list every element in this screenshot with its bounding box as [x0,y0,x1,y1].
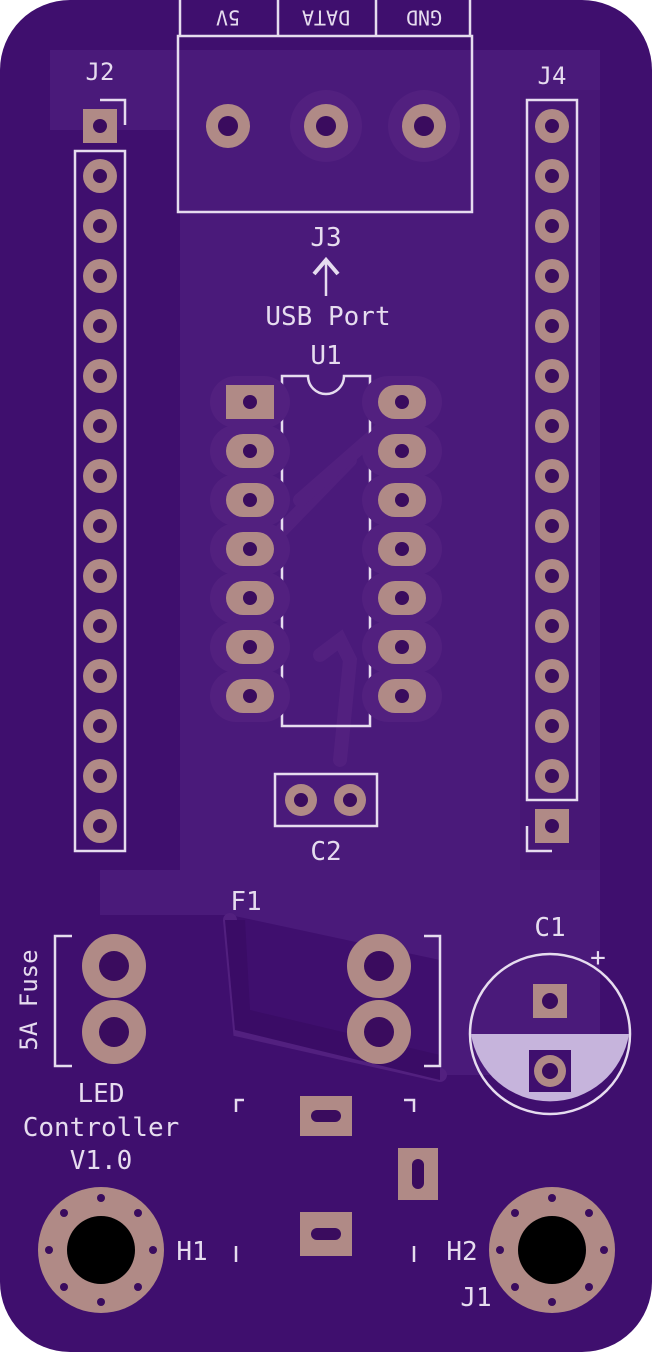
ref-u1: U1 [310,341,341,371]
hole [545,419,559,433]
polarity-plus: + [590,943,606,973]
hole [545,569,559,583]
j4-pin1-marker [525,826,552,853]
hole [545,769,559,783]
ref-h1: H1 [176,1237,207,1267]
hole [93,269,107,283]
ref-c2: C2 [310,837,341,867]
hole [542,1063,558,1079]
f1-bracket-left [53,934,72,1068]
hole [414,116,434,136]
fuse-rating-label: 5A Fuse [15,949,43,1050]
mounting-hole-h1 [38,1187,164,1313]
usb-port-label: USB Port [265,302,390,332]
hole [545,119,559,133]
pin-label-data: DATA [302,6,350,30]
j3-terminal-block: 5V DATA GND [176,0,474,214]
title-line-2: Controller [23,1113,180,1143]
hole [93,419,107,433]
ref-c1: C1 [534,913,565,943]
hole [364,1017,394,1047]
ref-j3: J3 [310,223,341,253]
hole [364,951,394,981]
j4-outline [525,98,579,802]
hole [99,951,129,981]
hole [93,569,107,583]
hole [545,469,559,483]
j2-outline [73,149,127,853]
mounting-hole-h2 [489,1187,615,1313]
hole [93,319,107,333]
hole [316,116,336,136]
hole [545,669,559,683]
ref-j2: J2 [86,58,115,86]
ref-j1: J1 [460,1283,491,1313]
hole [93,669,107,683]
hole [243,542,257,556]
hole [93,119,107,133]
hole [93,169,107,183]
hole [93,719,107,733]
title-line-3: V1.0 [70,1146,133,1176]
hole [395,444,409,458]
j4-pins [535,109,569,843]
hole [243,689,257,703]
hole [218,116,238,136]
hole [93,469,107,483]
copper-zone-top [50,50,600,1075]
hole [395,591,409,605]
j1-footprint [234,1096,438,1262]
hole [545,369,559,383]
hole [243,444,257,458]
hole [545,169,559,183]
j2-pin1-marker [100,98,127,125]
c2-outline [273,772,379,828]
c1-outline [468,952,632,1116]
hole [545,269,559,283]
hole [93,619,107,633]
hole [93,769,107,783]
hole [545,719,559,733]
hole [395,542,409,556]
hole [93,819,107,833]
hole [545,219,559,233]
hole [395,689,409,703]
hole [395,493,409,507]
u1-outline [280,374,372,728]
j2-pins [83,109,117,843]
hole [395,640,409,654]
title-line-1: LED [78,1079,125,1109]
hole [542,993,558,1009]
hole [243,591,257,605]
pin-label-gnd: GND [406,6,442,30]
hole [343,793,357,807]
hole [294,793,308,807]
f1-bracket-right [424,934,442,1068]
hole [243,640,257,654]
hole [93,369,107,383]
fuse-trace [225,920,440,1080]
u1-pins [210,376,442,722]
pin-label-5v: 5V [216,6,240,30]
hole [99,1017,129,1047]
hole [93,519,107,533]
hole [545,619,559,633]
ref-h2: H2 [446,1237,477,1267]
ref-f1: F1 [230,887,261,917]
arrow-up-icon [312,256,340,296]
hole [395,395,409,409]
hole [243,493,257,507]
hole [545,519,559,533]
hole [243,395,257,409]
ref-j4: J4 [538,62,567,90]
hole [545,819,559,833]
hole [545,319,559,333]
hole [93,219,107,233]
